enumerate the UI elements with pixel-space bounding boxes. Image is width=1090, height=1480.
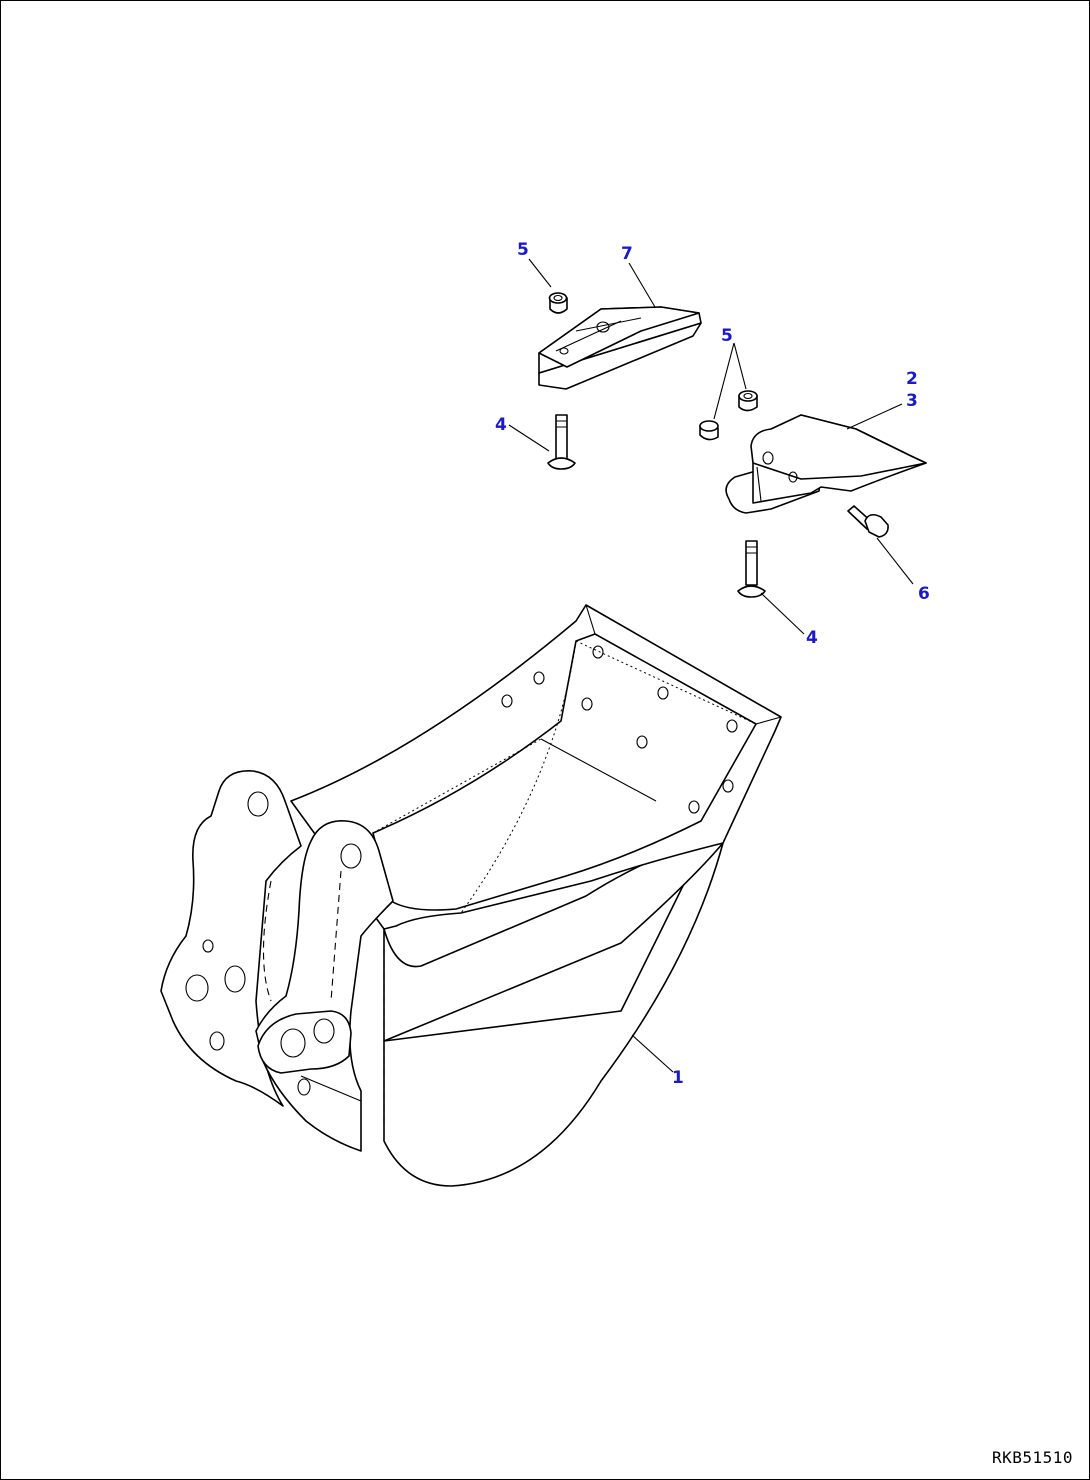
bucket-inner xyxy=(372,633,757,911)
nut-right-a xyxy=(699,420,719,441)
callout-4-left: 4 xyxy=(495,415,507,435)
bucket-shell xyxy=(383,842,724,1187)
callout-5-right: 5 xyxy=(721,326,733,346)
drawing-code: RKB51510 xyxy=(991,1448,1073,1467)
callout-1: 1 xyxy=(672,1068,684,1088)
rear-mounting-bracket xyxy=(160,770,302,1107)
callout-5-left: 5 xyxy=(517,240,529,260)
bucket xyxy=(160,604,782,1187)
pin-left xyxy=(547,414,576,470)
callout-2: 2 xyxy=(906,369,918,389)
bolt xyxy=(847,505,889,538)
callout-6: 6 xyxy=(918,584,930,604)
callout-4-right: 4 xyxy=(806,628,818,648)
edge-bolt-holes xyxy=(501,645,738,814)
pin-right xyxy=(737,540,766,598)
nut-right-b xyxy=(738,390,758,412)
callout-3: 3 xyxy=(906,391,918,411)
nut-left xyxy=(548,292,568,314)
callout-7: 7 xyxy=(621,244,633,264)
callouts: 1 2 3 4 4 5 5 6 7 xyxy=(495,240,930,1088)
leader-lines xyxy=(508,258,914,1073)
side-cutter xyxy=(538,306,702,390)
tooth xyxy=(725,414,927,514)
